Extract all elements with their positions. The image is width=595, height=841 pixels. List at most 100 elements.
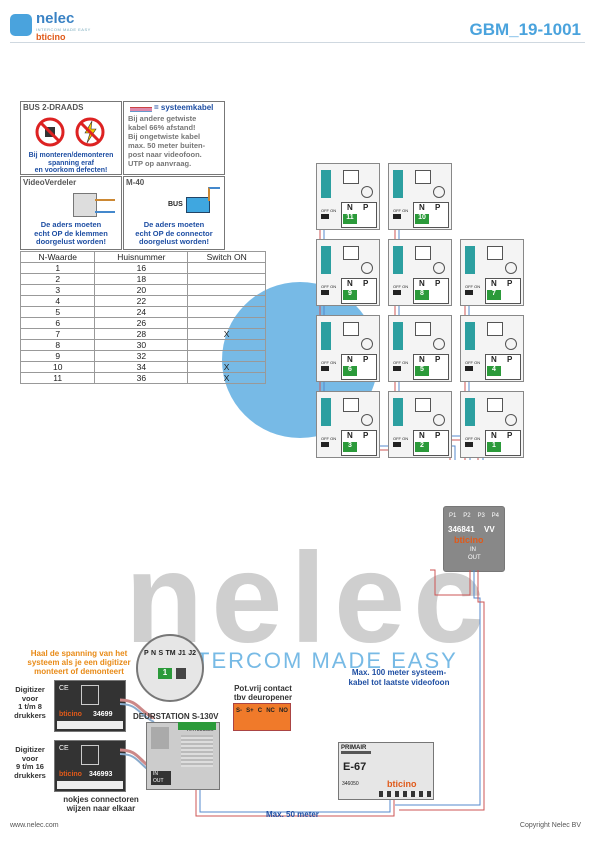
videofoon-terminal	[321, 398, 331, 426]
videofoon-n-value: 1	[487, 442, 501, 452]
digitizer1-connector	[81, 685, 99, 705]
digitizer2-label2: voor	[21, 753, 39, 763]
videofoon-terminal	[321, 322, 331, 350]
table-cell: 34	[94, 361, 189, 373]
table-header-row: N-Waarde Huisnummer Switch ON	[19, 251, 266, 263]
videoverdeler-note3: doorgelust worden!	[36, 237, 106, 246]
table-cell: 28	[94, 328, 189, 340]
max100-line1: Max. 100 meter systeem-	[351, 668, 447, 677]
system-cable-line3: Bij ongetwiste kabel	[128, 132, 201, 141]
system-cable-swatch	[130, 107, 152, 112]
videofoon-button	[361, 414, 373, 426]
bus-warning-line3: en voorkom defecten!	[34, 167, 108, 174]
table-cell: 8	[19, 339, 96, 351]
m40-note1: De aders moeten	[143, 220, 205, 229]
relay-term-c: C	[257, 708, 263, 714]
m40-title: M-40	[126, 178, 145, 187]
footer-website: www.nelec.com	[10, 822, 59, 829]
table-cell: 11	[19, 372, 96, 384]
table-cell	[187, 273, 266, 285]
port-p2: P2	[463, 513, 471, 519]
videofoon-button	[361, 186, 373, 198]
zoom-label-n: N	[151, 650, 157, 657]
videofoon-n-value: 7	[487, 290, 501, 300]
videofoon-n-value: 2	[415, 442, 429, 452]
header-divider	[10, 42, 585, 43]
table-header-house: Huisnummer	[94, 251, 189, 263]
videofoon-switch	[465, 290, 473, 295]
power-note-line2: systeem als je een digitizer	[27, 658, 131, 667]
videoverdeler-note1: De aders moeten	[40, 220, 102, 229]
power-note-line3: monteert of demonteert	[34, 667, 124, 676]
videofoon-switch	[393, 366, 401, 371]
m40-wires	[208, 187, 220, 201]
notch-note-line2: wijzen naar elkaar	[66, 804, 136, 813]
watermark-tagline: INTERCOM MADE EASY	[170, 648, 458, 673]
videofoon-screen	[487, 398, 503, 412]
power-supply: PRIMAIR E-67 346050 bticino	[338, 742, 434, 800]
table-cell: X	[187, 372, 266, 384]
table-cell: 9	[19, 350, 96, 362]
videoverdeler-title: VideoVerdeler	[23, 178, 77, 187]
door-station-camera	[151, 727, 169, 749]
relay-label1: Pot.vrij contact	[234, 684, 292, 693]
videofoon-terminal	[465, 246, 475, 274]
table-cell	[187, 262, 266, 274]
videofoon-p-label: P	[363, 279, 369, 288]
door-station-in: IN	[153, 771, 158, 777]
videofoon-offon: OFF ON	[321, 284, 337, 289]
videofoon-screen	[415, 246, 431, 260]
digitizer2-terminals	[57, 781, 123, 789]
nelec-logo-icon	[10, 14, 32, 36]
terminal-zoom-circle: P N S TM J1 J2 1	[136, 634, 204, 702]
videofoon-offon: OFF ON	[393, 436, 409, 441]
videofoon-offon: OFF ON	[393, 208, 409, 213]
door-station-art: ART351580	[187, 727, 214, 733]
videofoon-p-label: P	[363, 431, 369, 440]
distributor-vv: VV	[484, 525, 495, 534]
relay-term-nc: NC	[266, 708, 275, 714]
door-station: ART351580 IN OUT	[146, 722, 220, 790]
videofoon-offon: OFF ON	[321, 360, 337, 365]
max50-label: Max. 50 meter	[266, 810, 319, 819]
videofoon-n-label: N	[419, 355, 425, 364]
relay-block: S- S+ C NC NO	[233, 703, 291, 731]
distributor-in: IN	[470, 547, 476, 553]
power-primair-bar	[341, 751, 371, 754]
videofoon-terminal	[393, 170, 403, 198]
videofoon-n-label: N	[347, 203, 353, 212]
videofoon-n-value: 6	[343, 366, 357, 376]
videofoon-n-label: N	[347, 431, 353, 440]
digitizer2-connector	[81, 745, 99, 765]
relay-term-s-plus: S+	[246, 708, 254, 714]
port-p4: P4	[491, 513, 499, 519]
distributor-part: 346841	[448, 525, 475, 534]
videofoon-screen	[487, 322, 503, 336]
videoverdeler-device	[73, 193, 97, 217]
zoom-label-tm: TM	[165, 650, 176, 657]
videofoon-switch	[321, 214, 329, 219]
port-p3: P3	[477, 513, 485, 519]
videofoon-n-label: N	[491, 279, 497, 288]
system-cable-line1: Bij andere getwiste	[128, 114, 197, 123]
table-header-n: N-Waarde	[19, 251, 96, 263]
videofoon-button	[505, 262, 517, 274]
videofoon-offon: OFF ON	[465, 360, 481, 365]
videofoon-offon: OFF ON	[393, 284, 409, 289]
table-cell	[187, 306, 266, 318]
videofoon-offon: OFF ON	[321, 436, 337, 441]
videofoon-n-value: 9	[343, 290, 357, 300]
videofoon-n-label: N	[491, 355, 497, 364]
videofoon-p-label: P	[435, 279, 441, 288]
system-cable-legend: = systeemkabel	[154, 103, 214, 112]
